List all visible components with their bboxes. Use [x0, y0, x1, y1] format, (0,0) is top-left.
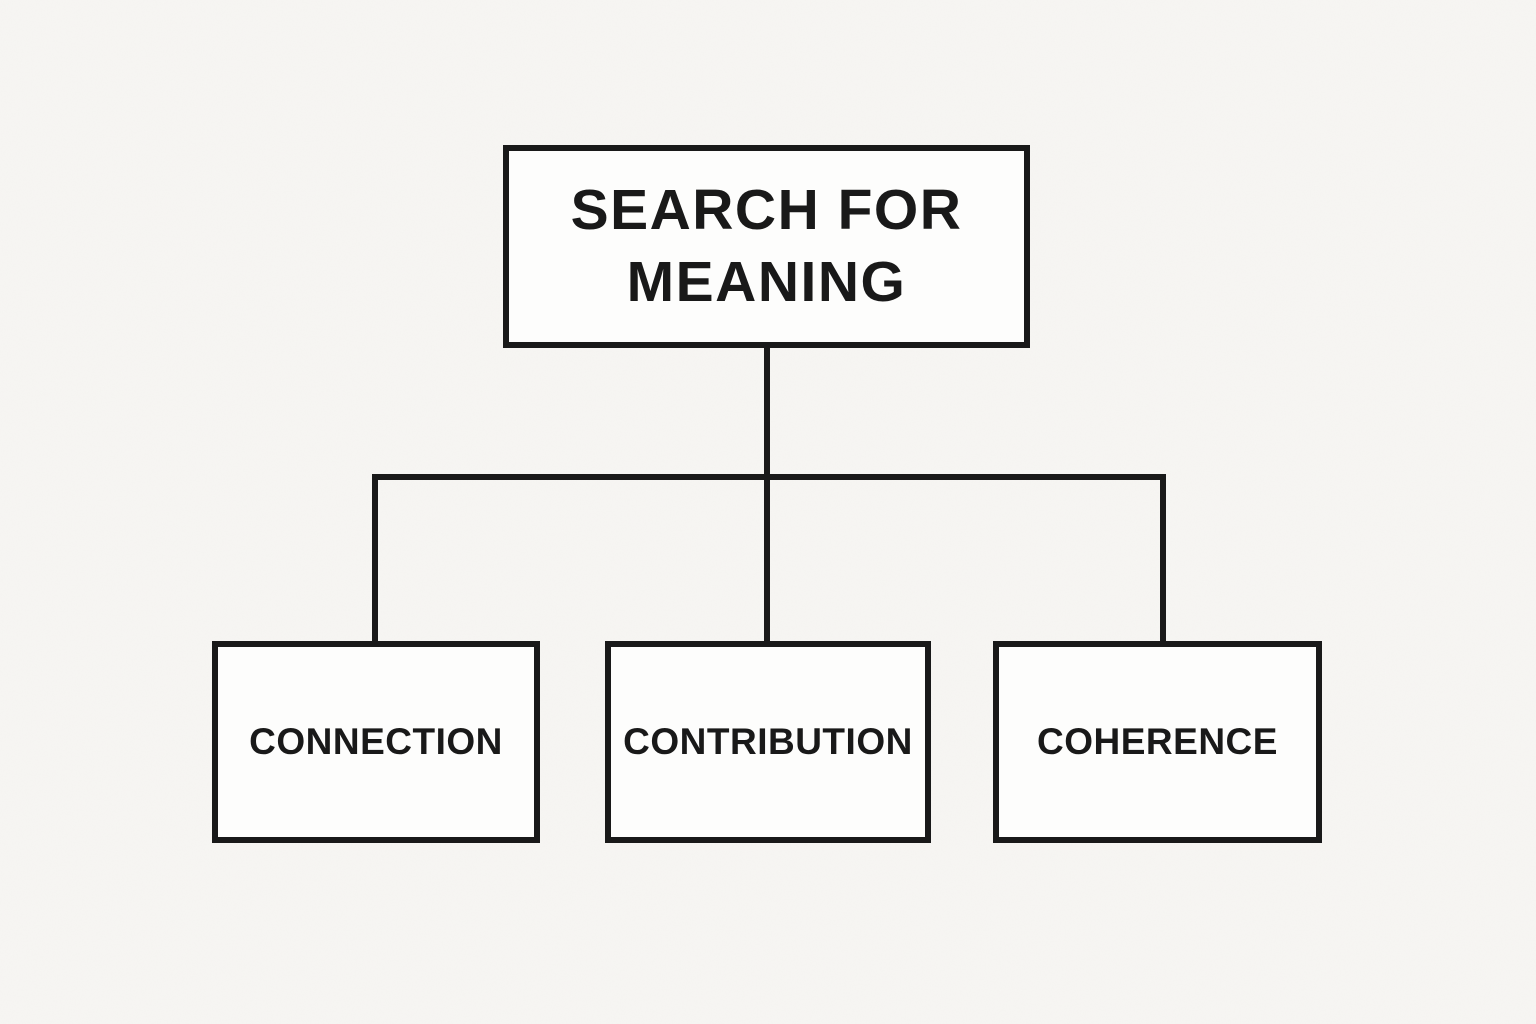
node-label: SEARCH FOR MEANING [570, 177, 963, 314]
node-connection: CONNECTION [212, 641, 540, 843]
connector-drop-connection [372, 474, 378, 644]
node-search-for-meaning: SEARCH FOR MEANING [503, 145, 1030, 348]
node-label: CONNECTION [249, 720, 503, 762]
node-label: CONTRIBUTION [623, 720, 913, 762]
connector-drop-coherence [1160, 474, 1166, 644]
node-contribution: CONTRIBUTION [605, 641, 931, 843]
connector-root-stem [764, 346, 770, 480]
node-coherence: COHERENCE [993, 641, 1322, 843]
connector-drop-contribution [764, 474, 770, 644]
node-label: COHERENCE [1037, 720, 1278, 762]
